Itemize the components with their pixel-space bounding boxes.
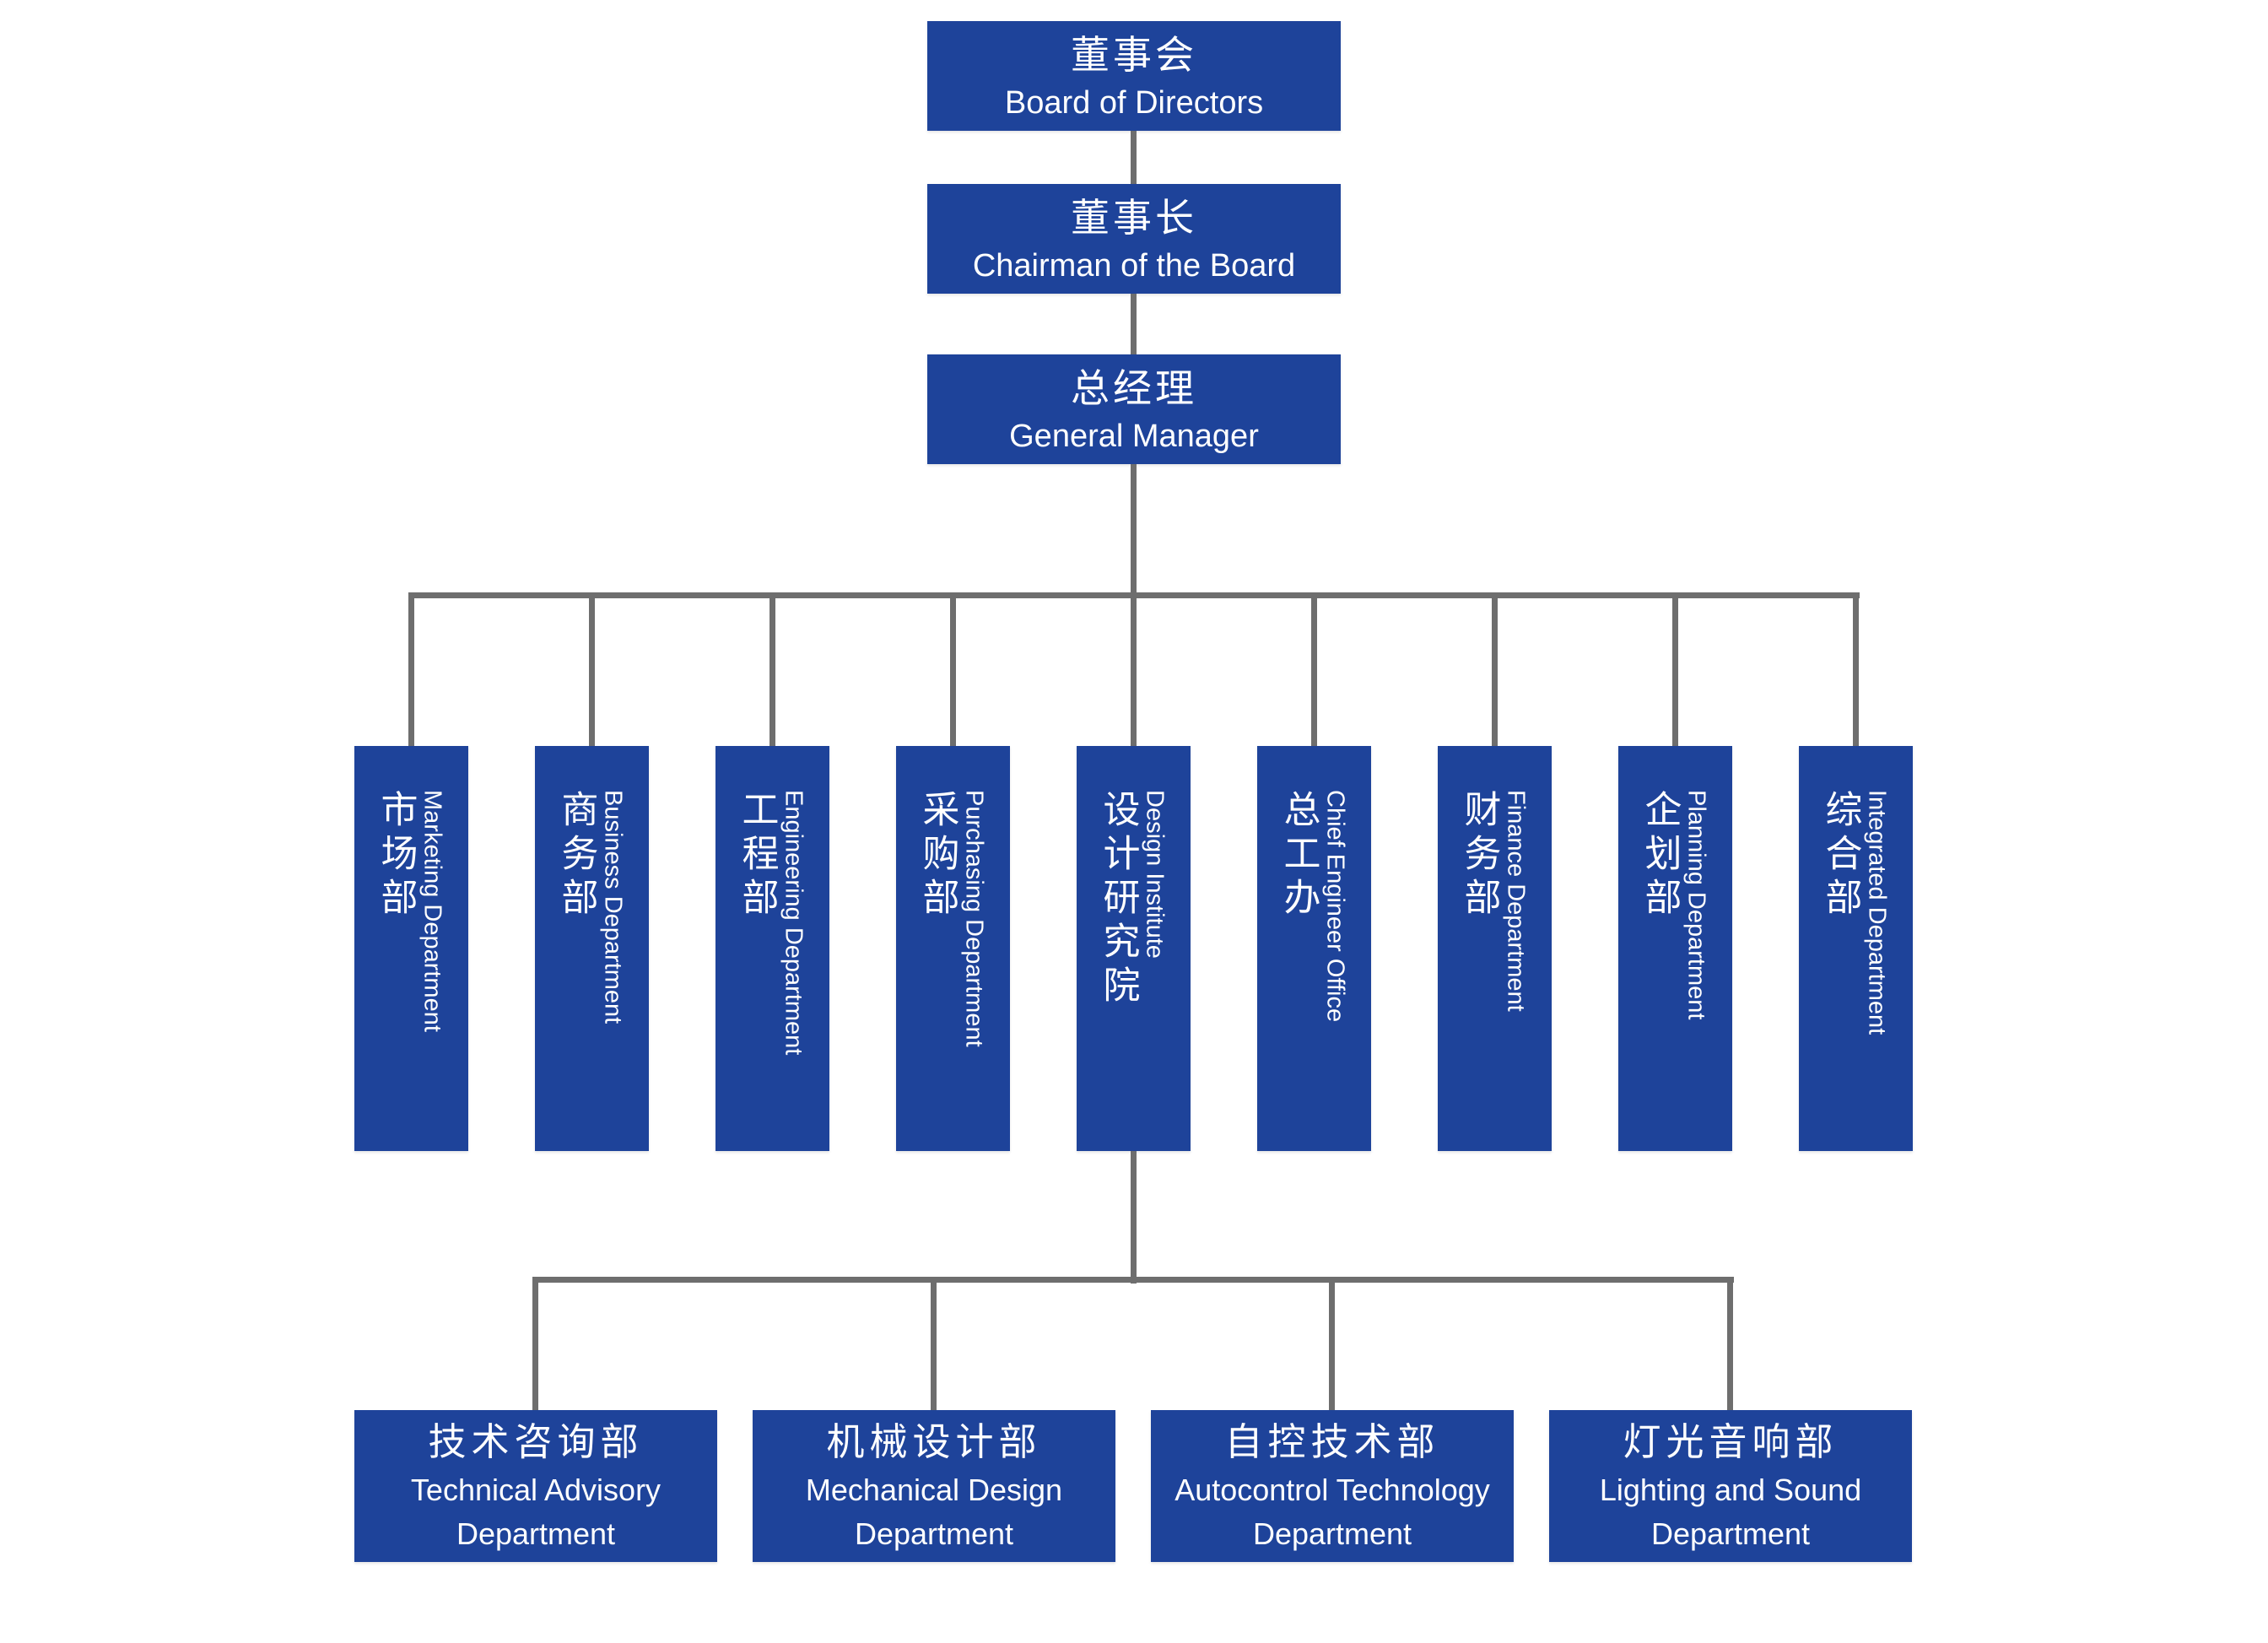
node-general-manager: 总经理 General Manager (927, 354, 1341, 464)
label-en: Board of Directors (1004, 85, 1264, 121)
vertical-text: 市场部 Marketing Department (375, 746, 449, 1151)
label-zh: 商务部 (555, 790, 597, 921)
connector-drop-design-institute (1131, 598, 1137, 746)
label-zh: 综合部 (1819, 790, 1861, 921)
connector-sub-hline (532, 1277, 1734, 1283)
label-zh: 企划部 (1639, 790, 1681, 921)
connector-sub-drop-autocontrol (1329, 1283, 1335, 1410)
label-en: Chairman of the Board (972, 248, 1296, 284)
label-zh: 灯光音响部 (1623, 1420, 1839, 1463)
connector-drop-integrated (1853, 598, 1859, 746)
label-en: Chief Engineer Office (1321, 790, 1349, 1023)
node-lighting-and-sound-department: 灯光音响部 Lighting and Sound Department (1549, 1410, 1912, 1562)
vertical-text: 财务部 Finance Department (1458, 746, 1532, 1151)
vertical-text: 总工办 Chief Engineer Office (1277, 746, 1352, 1151)
label-zh: 采购部 (916, 790, 958, 921)
label-en: Purchasing Department (960, 790, 988, 1047)
node-autocontrol-technology-department: 自控技术部 Autocontrol Technology Department (1151, 1410, 1514, 1562)
label-en: Mechanical Design Department (805, 1473, 1063, 1551)
label-en: Integrated Department (1863, 790, 1891, 1035)
label-zh: 技术咨询部 (428, 1420, 644, 1463)
vertical-text: 工程部 Engineering Department (736, 746, 810, 1151)
label-en: Finance Department (1502, 790, 1530, 1012)
vertical-text: 商务部 Business Department (555, 746, 629, 1151)
label-en: Engineering Department (780, 790, 807, 1056)
node-design-institute: 设计研究院 Design Institute (1077, 746, 1191, 1151)
node-board-of-directors: 董事会 Board of Directors (927, 21, 1341, 131)
label-zh: 财务部 (1458, 790, 1500, 921)
node-purchasing-department: 采购部 Purchasing Department (896, 746, 1010, 1151)
vertical-text: 采购部 Purchasing Department (916, 746, 991, 1151)
label-en: Design Institute (1141, 790, 1169, 959)
node-chief-engineer-office: 总工办 Chief Engineer Office (1257, 746, 1371, 1151)
vertical-text: 设计研究院 Design Institute (1097, 746, 1171, 1151)
connector-drop-purchasing (950, 598, 956, 746)
connector-sub-drop-mechanical-design (931, 1283, 937, 1410)
label-zh: 董事会 (1071, 33, 1197, 77)
connector-main-hline (408, 592, 1860, 598)
connector-drop-marketing (408, 598, 414, 746)
label-en: Business Department (599, 790, 627, 1024)
label-zh: 机械设计部 (826, 1420, 1042, 1463)
connector-sub-drop-technical-advisory (532, 1283, 538, 1410)
node-finance-department: 财务部 Finance Department (1438, 746, 1552, 1151)
connector-drop-chief-engineer (1311, 598, 1317, 746)
label-en: General Manager (1009, 419, 1259, 454)
node-mechanical-design-department: 机械设计部 Mechanical Design Department (753, 1410, 1115, 1562)
node-planning-department: 企划部 Planning Department (1618, 746, 1732, 1151)
connector-drop-engineering (770, 598, 775, 746)
vertical-text: 综合部 Integrated Department (1819, 746, 1893, 1151)
label-zh: 市场部 (375, 790, 417, 921)
connector-chairman-gm (1131, 294, 1137, 354)
label-zh: 自控技术部 (1224, 1420, 1440, 1463)
label-zh: 工程部 (736, 790, 778, 921)
label-en: Lighting and Sound Department (1599, 1473, 1862, 1551)
label-zh: 总工办 (1277, 790, 1320, 921)
connector-drop-finance (1492, 598, 1498, 746)
node-technical-advisory-department: 技术咨询部 Technical Advisory Department (354, 1410, 717, 1562)
label-zh: 总经理 (1071, 366, 1197, 410)
label-en: Autocontrol Technology Department (1174, 1473, 1490, 1551)
label-en: Planning Department (1682, 790, 1710, 1020)
connector-sub-drop-lighting-sound (1727, 1283, 1733, 1410)
label-zh: 董事长 (1071, 196, 1197, 240)
label-en: Technical Advisory Department (410, 1473, 662, 1551)
connector-gm-trunk (1131, 464, 1137, 598)
node-integrated-department: 综合部 Integrated Department (1799, 746, 1913, 1151)
node-marketing-department: 市场部 Marketing Department (354, 746, 468, 1151)
connector-board-chairman (1131, 131, 1137, 184)
connector-drop-business (589, 598, 595, 746)
connector-drop-planning (1672, 598, 1678, 746)
node-business-department: 商务部 Business Department (535, 746, 649, 1151)
label-zh: 设计研究院 (1097, 790, 1139, 1009)
connector-design-trunk (1131, 1151, 1137, 1284)
node-engineering-department: 工程部 Engineering Department (716, 746, 829, 1151)
vertical-text: 企划部 Planning Department (1639, 746, 1713, 1151)
label-en: Marketing Department (418, 790, 446, 1032)
node-chairman-of-the-board: 董事长 Chairman of the Board (927, 184, 1341, 294)
